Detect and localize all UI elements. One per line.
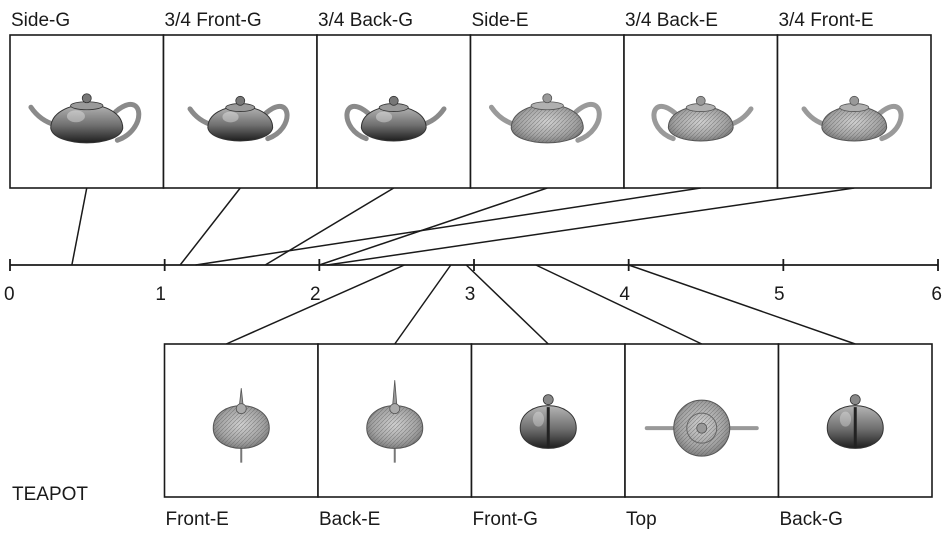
view-label: 3/4 Back-E xyxy=(625,10,718,31)
connector-line xyxy=(319,187,548,266)
connector-line xyxy=(179,187,241,266)
connector-line xyxy=(628,264,856,345)
view-label: Front-G xyxy=(473,509,538,530)
connector-line xyxy=(394,264,452,345)
axis-tick-label: 0 xyxy=(4,284,15,305)
view-label: Back-G xyxy=(780,509,843,530)
connector-line xyxy=(326,187,855,266)
view-label: 3/4 Back-G xyxy=(318,10,413,31)
teapot-image xyxy=(187,95,290,142)
teapot-image xyxy=(801,95,904,142)
view-label: Side-E xyxy=(472,10,529,31)
view-panel-bottom: Back-G xyxy=(777,343,933,530)
teapot-image xyxy=(644,399,759,457)
view-panel-top: 3/4 Back-E xyxy=(623,10,779,189)
view-panel-top: 3/4 Front-G xyxy=(162,10,318,189)
top-row-views: Side-G 3/4 Front-G 3/4 Back-G Side-E 3/4 Bac… xyxy=(9,10,932,189)
view-panel-bottom: Front-E xyxy=(163,343,319,530)
axis-tick-label: 6 xyxy=(931,284,942,305)
view-panel-top: Side-G xyxy=(9,10,165,189)
teapot-image xyxy=(28,93,142,144)
teapot-image xyxy=(651,95,754,142)
axis-tick-label: 4 xyxy=(619,284,630,305)
view-panel-top: 3/4 Front-E xyxy=(776,10,932,189)
teapot-image xyxy=(212,388,270,463)
teapot-image xyxy=(344,95,447,142)
figure-label: TEAPOT xyxy=(12,484,88,505)
teapot-image xyxy=(826,394,884,449)
teapot-image xyxy=(488,93,602,144)
axis-tick-label: 5 xyxy=(774,284,785,305)
connector-lines xyxy=(71,187,856,345)
connector-line xyxy=(195,187,701,266)
view-panel-bottom: Front-G xyxy=(470,343,626,530)
connector-line xyxy=(535,264,703,345)
axis: 0 1 2 3 4 5 6 xyxy=(4,259,942,305)
axis-tick-label: 2 xyxy=(310,284,321,305)
connector-line xyxy=(465,264,549,345)
view-label: 3/4 Front-G xyxy=(165,10,262,31)
connector-line xyxy=(225,264,405,345)
teapot-image xyxy=(519,394,577,449)
view-panel-top: Side-E xyxy=(469,10,625,189)
teapot-image xyxy=(366,380,424,463)
connector-line xyxy=(71,187,88,266)
axis-tick-label: 1 xyxy=(155,284,166,305)
view-panel-bottom: Back-E xyxy=(317,343,473,530)
view-panel-bottom: Top xyxy=(624,343,780,530)
view-label: Side-G xyxy=(11,10,70,31)
axis-tick-label: 3 xyxy=(465,284,476,305)
connector-line xyxy=(264,187,395,266)
view-panel-top: 3/4 Back-G xyxy=(316,10,472,189)
bottom-row-views: Front-E Back-E Front-G Top Back-G xyxy=(163,343,933,530)
view-label: Front-E xyxy=(166,509,229,530)
view-label: 3/4 Front-E xyxy=(779,10,874,31)
view-label: Top xyxy=(626,509,657,530)
view-label: Back-E xyxy=(319,509,380,530)
